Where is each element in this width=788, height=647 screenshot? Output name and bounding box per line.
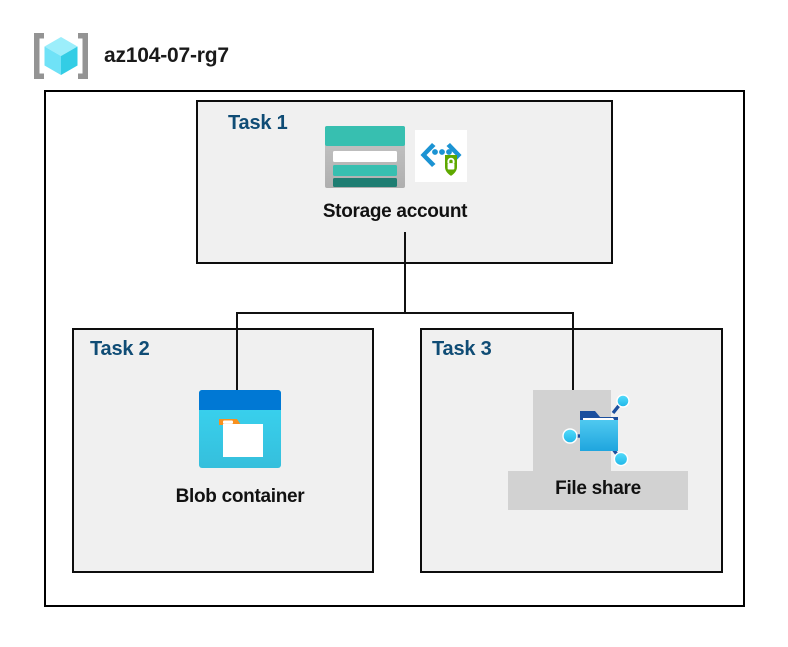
file-share-icon bbox=[561, 391, 635, 467]
connector-drop-fileshare bbox=[572, 312, 574, 390]
connector-drop-blob bbox=[236, 312, 238, 390]
resource-group-cube-icon bbox=[30, 27, 92, 85]
file-share-caption-wrap: File share bbox=[508, 469, 688, 508]
connector-horizontal-bar bbox=[236, 312, 574, 314]
task-2-label: Task 2 bbox=[90, 338, 150, 360]
task-3-label: Task 3 bbox=[432, 338, 492, 360]
node-storage-account[interactable]: Storage account bbox=[280, 118, 510, 221]
file-share-icon-wrap bbox=[559, 388, 637, 469]
storage-account-icon-row bbox=[323, 118, 467, 194]
blob-container-label: Blob container bbox=[175, 486, 305, 507]
storage-account-label: Storage account bbox=[322, 201, 468, 222]
file-share-label: File share bbox=[555, 478, 641, 499]
resource-group-name: az104-07-rg7 bbox=[104, 44, 229, 67]
storage-account-icon bbox=[323, 120, 407, 192]
file-share-label-selection-highlight bbox=[508, 471, 688, 510]
blob-container-icon bbox=[197, 388, 283, 470]
connector-stem bbox=[404, 232, 406, 314]
secure-endpoint-shield-icon bbox=[415, 130, 467, 182]
node-file-share[interactable]: File share bbox=[498, 388, 698, 508]
node-blob-container[interactable]: Blob container bbox=[135, 388, 345, 506]
task-1-label: Task 1 bbox=[228, 112, 288, 134]
resource-group-header: az104-07-rg7 bbox=[30, 24, 350, 88]
